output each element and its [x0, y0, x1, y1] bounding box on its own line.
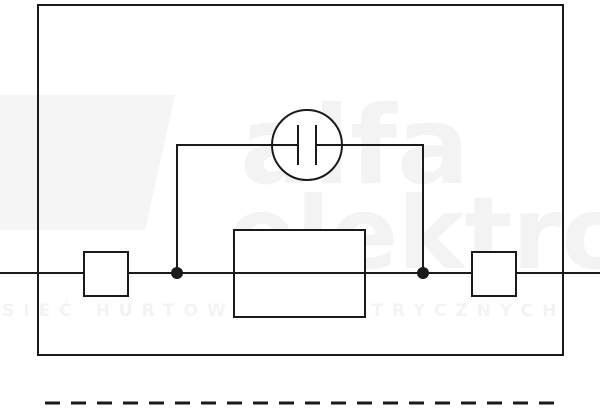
indicator-lamp-icon — [271, 109, 343, 181]
junction-dot-right-icon — [417, 267, 429, 279]
junction-dot-left-icon — [171, 267, 183, 279]
lamp-branch-wire — [176, 144, 272, 273]
watermark-logo-shape — [0, 95, 175, 230]
terminal-left-icon — [83, 251, 129, 297]
terminal-right-icon — [471, 251, 517, 297]
lamp-branch-wire-right — [342, 144, 424, 273]
housing-frame — [37, 4, 564, 356]
